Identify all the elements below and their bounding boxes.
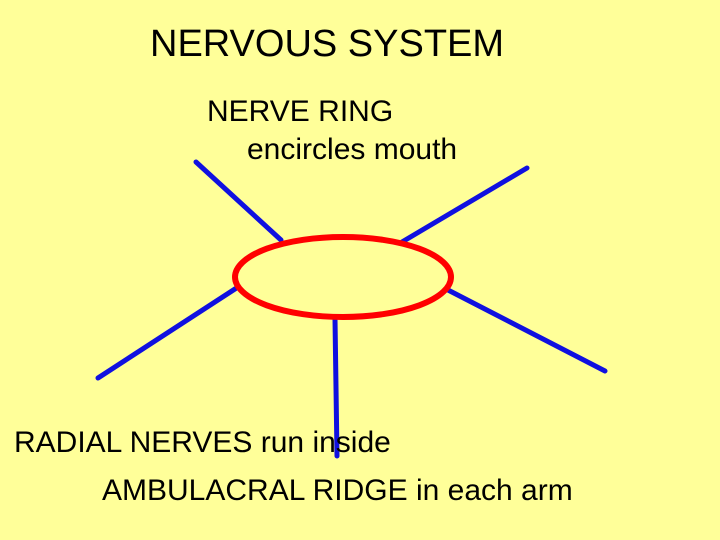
radial-nerve-upper-left [193, 159, 284, 243]
radial-nerves-label-line1: RADIAL NERVES run inside [14, 426, 391, 459]
nerve-ring-label-line1: NERVE RING [207, 95, 394, 128]
nerve-ring-label: NERVE RING encircles mouth [207, 93, 457, 169]
nerve-ring-label-line2: encircles mouth [247, 133, 458, 166]
radial-nerve-lower-left [95, 284, 241, 381]
nerve-ring [232, 234, 454, 320]
radial-nerve-lower-right [445, 287, 608, 374]
radial-nerves-label-line2: AMBULACRAL RIDGE in each arm [102, 474, 573, 507]
radial-nerve-upper-right [399, 165, 530, 245]
slide-title: NERVOUS SYSTEM [150, 23, 505, 65]
radial-nerves-label: RADIAL NERVES run inside AMBULACRAL RIDG… [14, 419, 573, 515]
radial-nerve-bottom [332, 316, 340, 459]
